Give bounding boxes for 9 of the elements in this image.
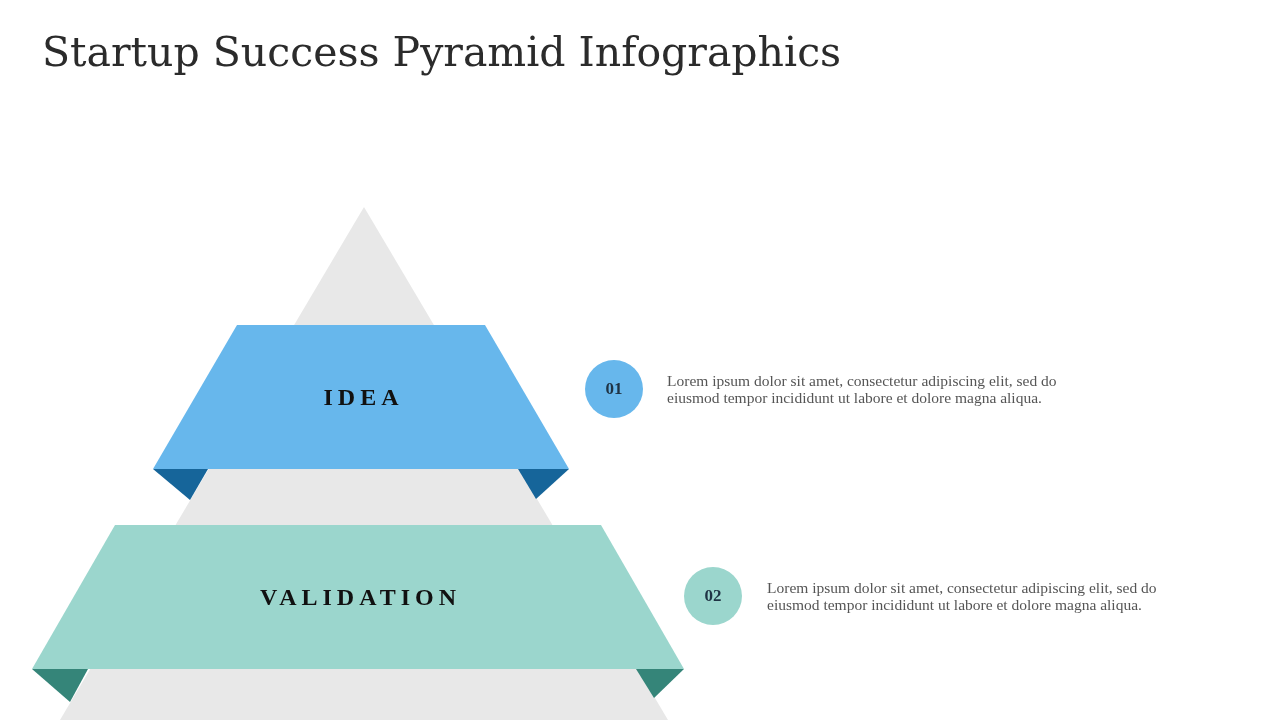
tier-label: VALIDATION [258, 585, 462, 609]
number-circle: 02 [684, 567, 742, 625]
description-text: Lorem ipsum dolor sit amet, consectetur adipiscing elit, sed do eiusmod tempor incididunt ut labore et dolore magna aliqua. [667, 372, 1058, 406]
pyramid-tier [32, 525, 684, 703]
pyramid-tier [153, 325, 569, 501]
number-circle: 01 [585, 360, 643, 418]
tier-label: IDEA [322, 385, 404, 409]
description-text: Lorem ipsum dolor sit amet, consectetur adipiscing elit, sed do eiusmod tempor incididunt ut labore et dolore magna aliqua. [767, 579, 1158, 613]
slide-title: Startup Success Pyramid Infographics [42, 28, 842, 76]
